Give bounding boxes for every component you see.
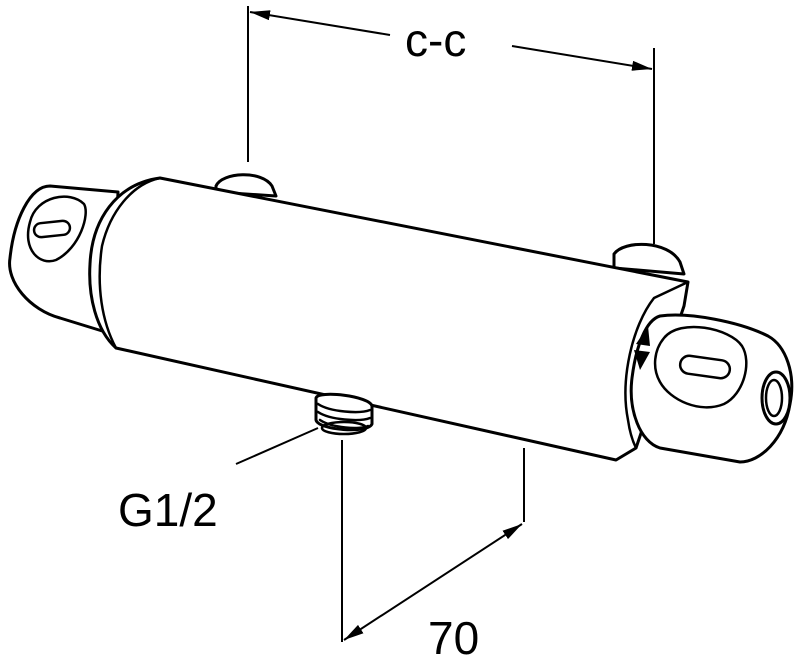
body-right-cap <box>624 280 690 450</box>
g12-leader-line <box>235 427 319 465</box>
outlet-opening <box>320 420 368 436</box>
depth-label: 70 <box>428 612 479 664</box>
left-handle-grip <box>26 195 87 263</box>
right-handle[interactable] <box>629 313 794 464</box>
body-left-edge <box>98 176 162 350</box>
up-arrow-icon <box>636 326 650 346</box>
right-eccentric <box>612 242 686 276</box>
g12-label: G1/2 <box>118 484 218 536</box>
outlet-thread-1 <box>316 402 372 414</box>
depth-dimension-line <box>343 523 523 641</box>
mixer-body <box>88 176 690 462</box>
safety-button-inner <box>764 378 784 418</box>
cc-label: c-c <box>405 14 466 66</box>
right-handle-slot <box>678 354 732 380</box>
left-handle-slot <box>32 219 72 239</box>
cc-dimension-line-left <box>249 10 391 36</box>
cc-dimension-line-right <box>511 45 653 71</box>
down-arrow-icon <box>634 350 650 370</box>
right-handle-grip <box>653 325 748 409</box>
outlet-thread-2 <box>316 410 372 422</box>
